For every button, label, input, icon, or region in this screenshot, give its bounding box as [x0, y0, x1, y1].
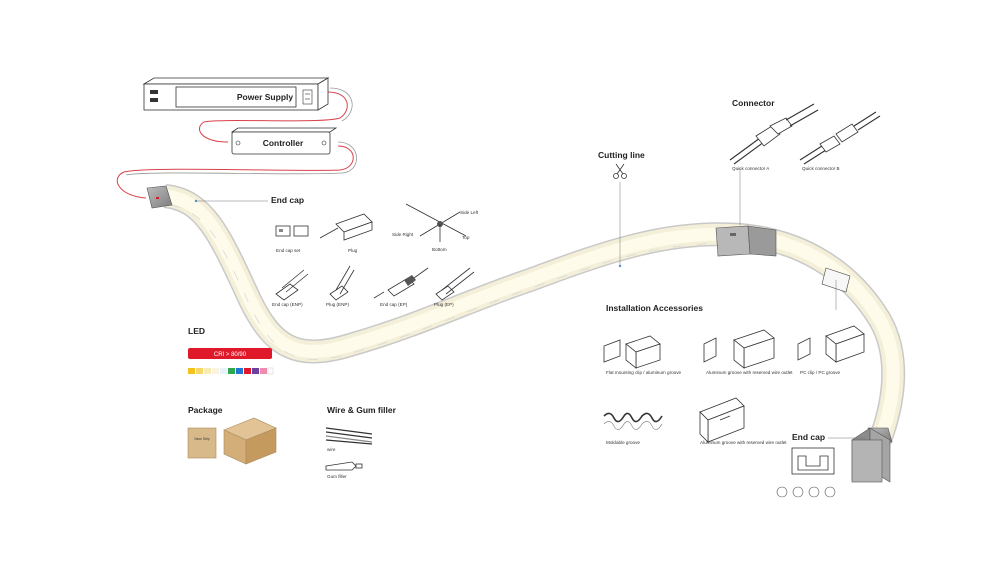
wire-gum-title: Wire & Gum filler [327, 405, 397, 415]
color-options [188, 367, 274, 375]
mounting-cross-icon [405, 203, 467, 242]
end-cap-enp-label: End cap (ENP) [272, 302, 303, 307]
bottom-label: Bottom [432, 247, 447, 252]
wire-label: wire [327, 447, 336, 452]
quick-connector-b-label: Quick connector B [802, 166, 840, 171]
strip-end-cap-top [146, 185, 173, 209]
package-small-box: Neon Strip [187, 427, 217, 459]
plug-ep-label: Plug (EP) [434, 302, 454, 307]
end-cap-bottom-detail-icon [791, 447, 835, 475]
quick-connector-a-label: Quick connector A [732, 166, 770, 171]
installation-title: Installation Accessories [606, 303, 703, 313]
moldable-groove-label: Moldable groove [606, 440, 640, 445]
end-cap-ep-label: End cap (EP) [380, 302, 408, 307]
controller-unit: Controller [230, 127, 338, 155]
package-carton-icon [223, 417, 277, 465]
side-left-label: Side Left [460, 210, 479, 215]
quick-connector-a-icon [729, 103, 819, 165]
aluminum-groove-outlet-icon [699, 397, 745, 443]
power-supply-unit: Power Supply [142, 77, 330, 111]
end-cap-enp-icon [275, 269, 309, 301]
flat-mounting-clip-label: Flat mounting clip / aluminum groove [606, 370, 682, 375]
end-cap-set-icon [275, 225, 309, 237]
aluminum-groove-outlet-label: Aluminum groove with reserved wire outle… [700, 440, 787, 445]
neon-strip [163, 184, 906, 445]
connector-title: Connector [732, 98, 775, 108]
package-title: Package [188, 405, 223, 415]
cri-badge-label: CRI > 80/90 [214, 352, 247, 358]
power-supply-label: Power Supply [237, 92, 293, 102]
strip-connector [715, 225, 777, 257]
wire-icon [325, 427, 373, 445]
cutting-line-title: Cutting line [598, 150, 645, 160]
aluminum-groove-label: Aluminum groove with reserved wire outle… [706, 370, 793, 375]
end-cap-ep-icon [373, 267, 429, 299]
end-cap-bottom-title: End cap [792, 432, 825, 442]
pc-clip-label: PC clip / PC groove [800, 370, 841, 375]
top-label: Top [462, 235, 470, 240]
gum-filler-icon [325, 461, 363, 471]
end-cap-set-label: End cap set [276, 248, 301, 253]
flat-mounting-clip-icon [603, 335, 661, 369]
moldable-groove-icon [603, 412, 663, 430]
plug-enp-icon [329, 265, 355, 301]
plug-enp-label: Plug (ENP) [326, 302, 349, 307]
plug-label: Plug [348, 248, 358, 253]
strip-end-cap-bottom [851, 427, 893, 483]
power-wires [116, 87, 357, 199]
plug-ep-icon [435, 267, 475, 301]
plug-icon [319, 213, 373, 241]
scissors-icon [613, 163, 627, 179]
led-title: LED [188, 326, 205, 336]
pc-clip-icon [797, 325, 865, 363]
aluminum-groove-icon [703, 329, 775, 369]
quick-connector-b-icon [799, 111, 881, 165]
gum-filler-label: Gum filler [327, 474, 347, 479]
certification-icons [776, 486, 836, 498]
cri-badge [188, 348, 272, 359]
side-right-label: Side Right [392, 232, 414, 237]
end-cap-top-title: End cap [271, 195, 304, 205]
package-box-label: Neon Strip [194, 437, 209, 441]
cutting-line-dot [618, 264, 622, 268]
controller-label: Controller [263, 138, 304, 148]
